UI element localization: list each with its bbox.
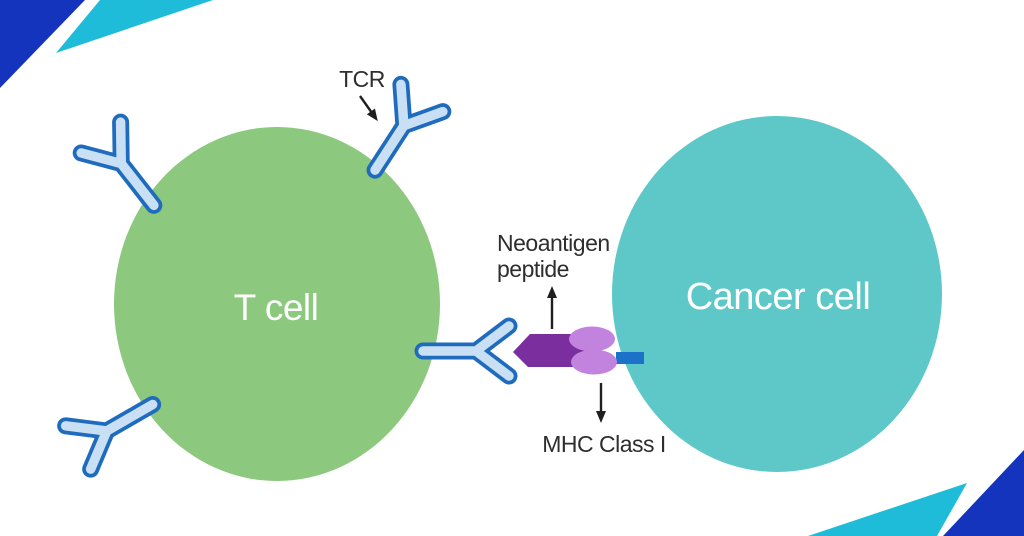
- corner-accent-bottom-right-cyan: [808, 483, 967, 536]
- t-cell-body: [114, 127, 440, 481]
- receptor-body: [418, 321, 514, 381]
- t-cell-label: T cell: [234, 287, 319, 328]
- tcr-arrow: [359, 95, 378, 122]
- cancer-cell-label: Cancer cell: [686, 276, 871, 318]
- cancer-cell-body: [612, 116, 942, 472]
- receptor-body: [370, 79, 448, 175]
- neoantigen-label-line2: peptide: [497, 256, 569, 282]
- mhc-label: MHC Class I: [542, 431, 666, 457]
- corner-accent-bottom-right-blue: [943, 450, 1024, 536]
- tcr-label: TCR: [339, 66, 385, 92]
- receptor-body: [76, 117, 159, 211]
- mhc-molecule-top-lobe: [569, 326, 615, 352]
- receptor-bottom-left-icon: [57, 396, 162, 478]
- receptor-binding-icon: [414, 317, 518, 385]
- receptor-body: [60, 399, 158, 474]
- receptor-top-left-icon: [72, 113, 163, 214]
- corner-accent-top-left-cyan: [56, 0, 213, 53]
- membrane-anchor-shape: [616, 352, 644, 364]
- tcr-receptor-icon: [366, 75, 452, 179]
- corner-accent-top-left-blue: [0, 0, 85, 88]
- neoantigen-label-line1: Neoantigen: [497, 230, 610, 256]
- mhc-molecule-bottom-lobe: [571, 349, 617, 375]
